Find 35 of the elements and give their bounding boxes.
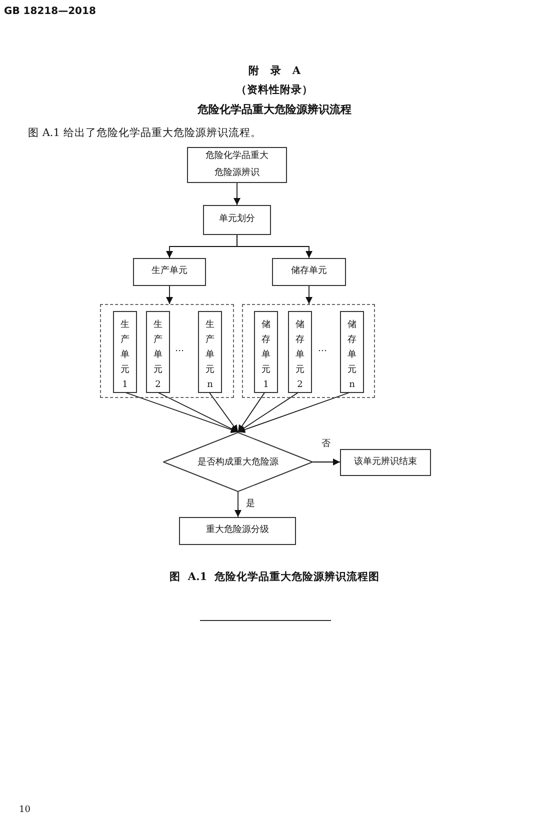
decision-diamond: 是否构成重大危险源 xyxy=(163,432,313,492)
appendix-heading: 附 录 A xyxy=(247,64,302,78)
dashed-group-box xyxy=(100,304,234,398)
arrow xyxy=(234,182,240,206)
process-box: 单元划分 xyxy=(203,205,271,235)
arrow xyxy=(306,286,312,304)
process-box: 该单元辨识结束 xyxy=(340,449,431,476)
unit-box: 储存单元n xyxy=(340,311,364,393)
unit-box: 生产单元n xyxy=(198,311,222,393)
unit-box: 生产单元2 xyxy=(146,311,170,393)
arrow xyxy=(312,458,340,466)
process-box: 重大危险源分级 xyxy=(179,517,296,545)
arrow xyxy=(156,392,238,432)
process-box: 危险化学品重大危险源辨识 xyxy=(187,147,287,183)
page-number: 10 xyxy=(19,805,30,815)
edge-label: 否 xyxy=(322,440,330,449)
ellipsis: … xyxy=(175,344,184,354)
appendix-subheading: （资料性附录） xyxy=(235,83,314,97)
arrow xyxy=(234,492,242,518)
unit-box: 储存单元2 xyxy=(288,311,312,393)
ellipsis: … xyxy=(318,344,327,354)
process-box: 储存单元 xyxy=(272,258,346,286)
arrow xyxy=(166,286,173,304)
edge-label: 是 xyxy=(246,500,255,508)
section-title: 危险化学品重大危险源辨识流程 xyxy=(196,102,352,117)
arrow xyxy=(236,234,312,258)
figure-caption: 图 A.1 危险化学品重大危险源辨识流程图 xyxy=(168,570,381,584)
unit-box: 生产单元1 xyxy=(113,311,137,393)
intro-text: 图 A.1 给出了危险化学品重大危险源辨识流程。 xyxy=(28,126,262,140)
process-box: 生产单元 xyxy=(133,258,206,286)
arrow xyxy=(238,392,266,432)
dashed-group-box xyxy=(242,304,375,398)
header-text: GB 18218—2018 xyxy=(4,6,96,17)
arrow xyxy=(208,392,238,432)
unit-box: 储存单元1 xyxy=(254,311,278,393)
